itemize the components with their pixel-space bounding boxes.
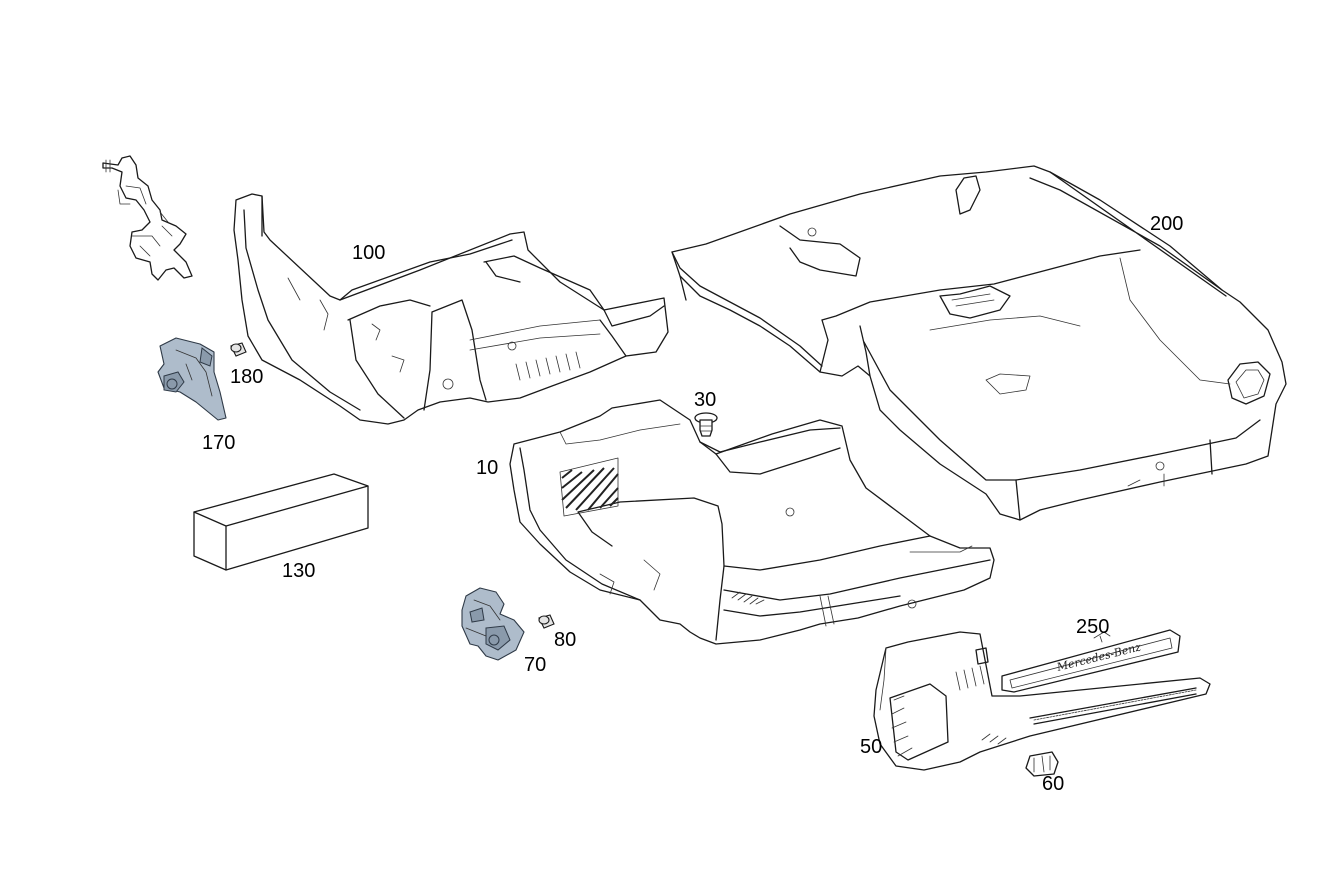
- callout-60: 60: [1042, 773, 1064, 795]
- part-100-floor-covering[interactable]: [233, 193, 669, 425]
- part-70-insulator[interactable]: [461, 587, 525, 661]
- callout-10: 10: [476, 457, 498, 479]
- callout-50: 50: [860, 736, 882, 758]
- part-60-bracket[interactable]: [1025, 751, 1059, 777]
- part-170-insulator[interactable]: [157, 337, 227, 421]
- callout-180: 180: [230, 366, 263, 388]
- wiring-bracket-part[interactable]: [102, 155, 193, 281]
- part-50-trim-panel[interactable]: [873, 631, 1211, 771]
- part-80-plug[interactable]: [538, 614, 555, 629]
- part-10-floor-covering[interactable]: [509, 399, 995, 645]
- callout-130: 130: [282, 560, 315, 582]
- callout-170: 170: [202, 432, 235, 454]
- callout-80: 80: [554, 629, 576, 651]
- part-130-foam-block[interactable]: [193, 473, 369, 571]
- part-30-clip[interactable]: [694, 412, 718, 437]
- part-180-plug[interactable]: [230, 342, 247, 357]
- callout-30: 30: [694, 389, 716, 411]
- callout-200: 200: [1150, 213, 1183, 235]
- callout-70: 70: [524, 654, 546, 676]
- part-200-load-floor[interactable]: [671, 165, 1287, 521]
- callout-100: 100: [352, 242, 385, 264]
- hatched-area: [559, 457, 619, 517]
- callout-250: 250: [1076, 616, 1109, 638]
